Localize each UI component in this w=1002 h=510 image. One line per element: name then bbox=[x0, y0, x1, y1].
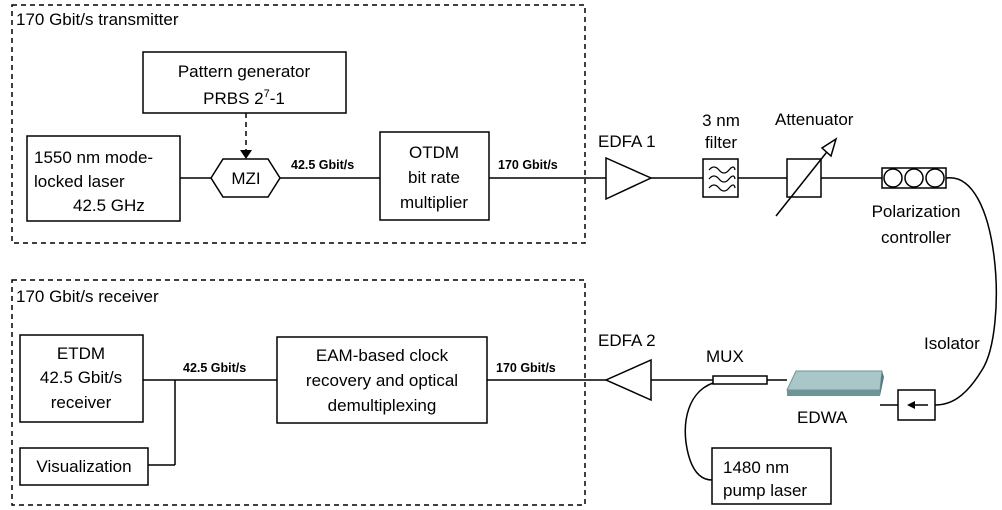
pattern-generator-label: Pattern generator bbox=[178, 62, 311, 81]
eam-label-1: EAM-based clock bbox=[316, 346, 449, 365]
attenuator-arrow bbox=[775, 142, 835, 217]
mux-coupler bbox=[712, 375, 768, 385]
polarization-label-1: Polarization bbox=[872, 202, 961, 221]
edfa1-amplifier bbox=[605, 156, 653, 201]
pump-laser-box bbox=[711, 447, 832, 505]
etdm-label-2: 42.5 Gbit/s bbox=[40, 368, 122, 387]
eam-label-2: recovery and optical bbox=[306, 371, 458, 390]
mux-label: MUX bbox=[706, 347, 744, 366]
edwa-waveguide bbox=[786, 370, 884, 396]
rx-rate-a: 42.5 Gbit/s bbox=[183, 361, 246, 375]
filter-label-2: filter bbox=[705, 133, 737, 152]
edfa2-label: EDFA 2 bbox=[598, 331, 656, 350]
transmitter-title: 170 Gbit/s transmitter bbox=[16, 10, 179, 29]
edwa-label: EDWA bbox=[797, 408, 848, 427]
prbs-label: PRBS 27-1 bbox=[203, 88, 285, 108]
pump-fiber bbox=[684, 382, 714, 481]
visualization-box bbox=[19, 447, 149, 486]
laser-label-2: locked laser bbox=[34, 172, 125, 191]
attenuator-arrowhead bbox=[820, 137, 838, 158]
etdm-box bbox=[19, 334, 144, 423]
receiver-frame bbox=[11, 279, 586, 506]
filter-box bbox=[702, 158, 739, 198]
transmitter-frame bbox=[11, 4, 586, 244]
visualization-label: Visualization bbox=[36, 457, 131, 476]
dashed-arrowhead bbox=[240, 150, 252, 159]
otdm-label-3: multiplier bbox=[400, 193, 468, 212]
receiver-title: 170 Gbit/s receiver bbox=[16, 287, 159, 306]
fiber-loop bbox=[934, 177, 998, 406]
tx-rate-b: 170 Gbit/s bbox=[498, 158, 558, 172]
etdm-label-1: ETDM bbox=[57, 344, 105, 363]
polarization-paddles bbox=[883, 168, 945, 188]
etdm-label-3: receiver bbox=[51, 393, 112, 412]
laser-label-3: 42.5 GHz bbox=[73, 196, 145, 215]
pattern-generator-box bbox=[142, 51, 347, 114]
polarization-label-2: controller bbox=[881, 228, 951, 247]
isolator-arrowhead bbox=[907, 401, 915, 409]
pump-label-2: pump laser bbox=[723, 481, 807, 500]
edfa2-amplifier bbox=[604, 358, 652, 402]
filter-waves bbox=[708, 166, 736, 192]
isolator-label: Isolator bbox=[924, 334, 980, 353]
attenuator-label: Attenuator bbox=[775, 110, 854, 129]
rx-rate-b: 170 Gbit/s bbox=[496, 361, 556, 375]
tx-rate-a: 42.5 Gbit/s bbox=[291, 158, 354, 172]
eam-label-3: demultiplexing bbox=[328, 396, 437, 415]
mzi-label: MZI bbox=[231, 169, 260, 188]
laser-label-1: 1550 nm mode- bbox=[34, 148, 153, 167]
pump-label-1: 1480 nm bbox=[723, 458, 789, 477]
otdm-box bbox=[379, 131, 490, 221]
otdm-label-2: bit rate bbox=[408, 168, 460, 187]
otdm-label-1: OTDM bbox=[409, 143, 459, 162]
edfa1-label: EDFA 1 bbox=[598, 132, 656, 151]
filter-label-1: 3 nm bbox=[702, 111, 740, 130]
